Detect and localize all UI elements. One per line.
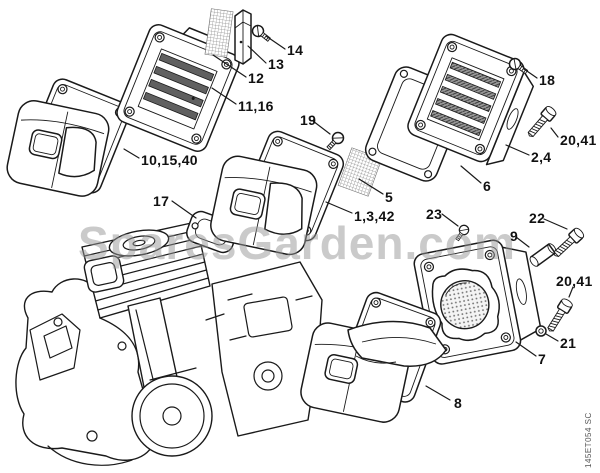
callout-label-18: 18 — [539, 72, 556, 88]
callout-label-2-4: 2,4 — [531, 149, 552, 165]
leader-line-11-16 — [211, 87, 237, 105]
leader-line-1-3-42 — [325, 201, 353, 214]
callout-label-20-41-bottom: 20,41 — [556, 273, 593, 289]
callout-label-7: 7 — [538, 351, 547, 367]
leader-line-13 — [247, 45, 267, 64]
leader-line-23 — [441, 213, 459, 227]
leader-line-20-41-bottom — [568, 286, 574, 298]
callout-label-5: 5 — [385, 189, 394, 205]
leader-line-5 — [358, 178, 384, 195]
callout-label-12: 12 — [248, 70, 265, 86]
cover-plate-11-16-drawing — [116, 24, 240, 152]
callout-label-21: 21 — [560, 335, 577, 351]
muffler-10-15-40-drawing — [6, 78, 131, 197]
spacer-9-drawing — [529, 243, 557, 267]
round-screen-drawing — [440, 279, 490, 330]
washer-21-drawing — [535, 325, 547, 337]
screw-23-drawing — [452, 222, 472, 244]
screw-19-drawing — [323, 129, 347, 153]
callout-label-23: 23 — [426, 206, 443, 222]
engine-assembly-drawing — [15, 221, 323, 466]
leader-line-8 — [425, 385, 451, 401]
leader-line-21 — [545, 333, 559, 342]
callout-label-19: 19 — [300, 112, 317, 128]
diagram-plate-code: 145ET054 SC — [584, 412, 593, 468]
leader-lines — [123, 35, 574, 401]
bolt-20-41-top-drawing — [524, 104, 559, 141]
leader-line-18 — [523, 68, 538, 79]
leader-line-10-15-40 — [123, 148, 140, 159]
callout-label-13: 13 — [268, 56, 285, 72]
bracket-13-drawing — [234, 9, 252, 65]
callout-label-20-41-top: 20,41 — [560, 132, 597, 148]
callout-label-22: 22 — [529, 210, 546, 226]
leader-line-17 — [171, 200, 197, 219]
leader-line-12 — [212, 54, 247, 78]
leader-line-19 — [312, 120, 331, 135]
muffler-8-drawing — [300, 291, 447, 423]
leader-line-6 — [460, 165, 482, 184]
callout-label-17: 17 — [153, 193, 170, 209]
callout-label-11-16: 11,16 — [238, 98, 274, 114]
leader-line-20-41-top — [550, 127, 559, 138]
leader-line-2-4 — [505, 144, 530, 156]
leader-line-7 — [515, 341, 537, 357]
bolt-20-41-bottom-drawing — [543, 296, 575, 335]
cover-plate-2-4-drawing — [407, 33, 535, 166]
leader-line-14 — [265, 35, 286, 50]
bolt-22-drawing — [550, 225, 587, 261]
callout-label-8: 8 — [454, 395, 463, 411]
callout-label-10-15-40: 10,15,40 — [141, 152, 198, 168]
exhaust-port-drawing — [83, 255, 125, 293]
leader-line-9 — [515, 236, 530, 248]
callout-label-6: 6 — [483, 178, 492, 194]
muffler-1-3-42-drawing — [210, 130, 345, 256]
callout-label-9: 9 — [510, 228, 519, 244]
muffler-7-drawing — [413, 239, 542, 365]
callout-label-1-3-42: 1,3,42 — [354, 208, 395, 224]
screw-14-drawing — [249, 22, 274, 45]
callout-label-14: 14 — [287, 42, 304, 58]
spark-screen-12-drawing — [204, 8, 234, 58]
leader-line-22 — [543, 218, 568, 230]
